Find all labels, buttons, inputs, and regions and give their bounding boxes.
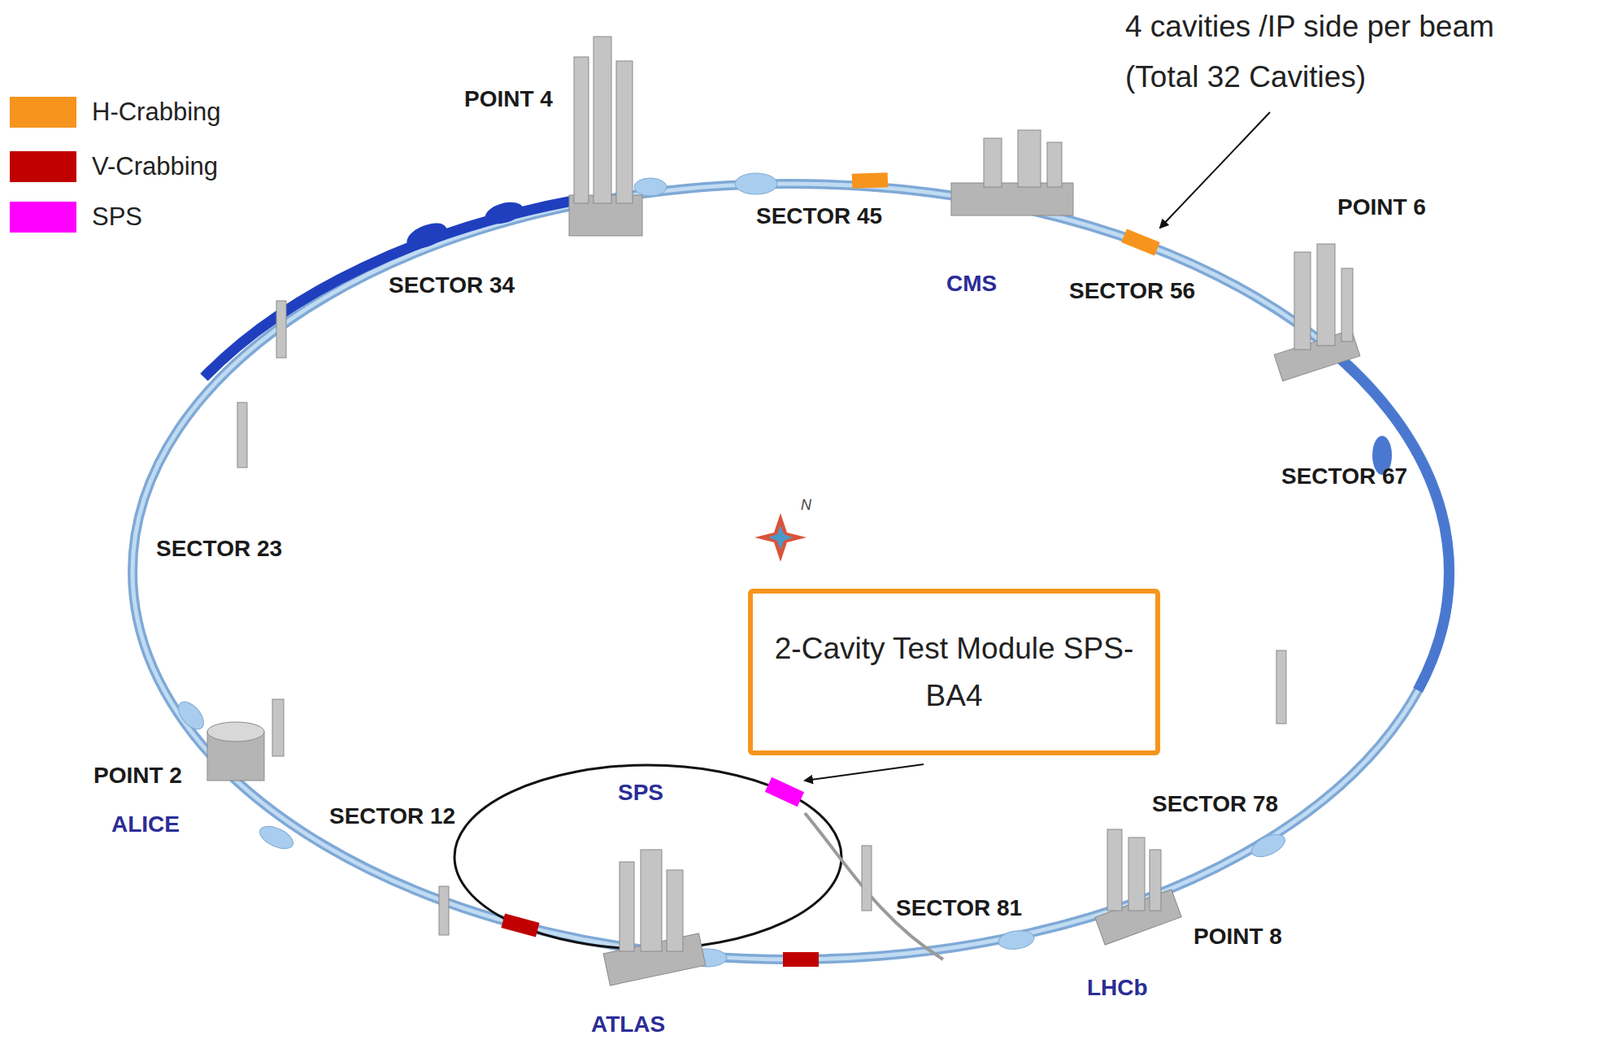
cavern <box>951 182 1074 216</box>
shaft <box>1107 829 1122 911</box>
sps-test-cavity <box>765 777 805 808</box>
experiment-label: ATLAS <box>591 1011 666 1038</box>
location-label: SECTOR 67 <box>1281 463 1408 490</box>
shaft <box>666 869 683 952</box>
leader-arrow <box>804 764 924 781</box>
location-label: SECTOR 81 <box>895 895 1022 922</box>
cryostat <box>256 821 296 854</box>
shaft <box>861 845 872 911</box>
transfer-line <box>804 813 944 960</box>
shaft <box>1276 650 1287 724</box>
shaft <box>1317 243 1335 346</box>
box-text: 2-Cavity Test Module SPS-BA4 <box>769 625 1140 719</box>
shaft <box>619 861 635 952</box>
leader-arrow <box>1160 112 1270 228</box>
location-label: SECTOR 78 <box>1152 791 1279 818</box>
callout-note: 4 cavities /IP side per beam (Total 32 C… <box>1125 1 1522 103</box>
location-label: SECTOR 12 <box>329 803 456 830</box>
legend-text: SPS <box>91 202 143 232</box>
location-label: POINT 4 <box>464 86 553 113</box>
shaft <box>1341 268 1353 342</box>
shaft <box>640 849 662 952</box>
h-crab-cavity <box>852 172 889 189</box>
shaft <box>593 36 612 204</box>
location-label: SECTOR 56 <box>1069 278 1196 305</box>
legend-text: V-Crabbing <box>91 152 218 182</box>
shaft <box>983 138 1002 187</box>
cryostat <box>173 697 209 735</box>
cryostat <box>403 217 451 254</box>
location-label: SECTOR 34 <box>388 272 515 299</box>
shaft <box>1294 252 1311 350</box>
shaft <box>1149 849 1161 911</box>
callout-box: 2-Cavity Test Module SPS-BA4 <box>747 588 1161 756</box>
compass-star <box>754 513 807 562</box>
shaft <box>1047 142 1062 187</box>
shaft <box>573 56 589 204</box>
compass-letter: N <box>800 497 812 514</box>
legend-swatch <box>9 201 77 233</box>
cryostat <box>482 198 527 228</box>
blue-sector-arc <box>1326 347 1449 691</box>
shaft-top <box>207 721 265 742</box>
shaft <box>237 402 248 468</box>
location-label: POINT 6 <box>1337 194 1427 221</box>
experiment-label: SPS <box>617 779 664 806</box>
shaft <box>1128 837 1145 911</box>
shaft <box>1017 130 1041 187</box>
cryostat <box>634 178 667 196</box>
shaft <box>272 699 284 757</box>
experiment-label: ALICE <box>111 811 180 838</box>
compass-star-inner <box>768 525 793 550</box>
location-label: POINT 2 <box>93 762 183 789</box>
dark-sector-arc <box>204 199 582 378</box>
shaft <box>439 886 449 935</box>
cryostat <box>997 928 1036 952</box>
legend-text: H-Crabbing <box>91 97 222 127</box>
experiment-label: LHCb <box>1086 974 1148 1001</box>
lhc-ring-inner <box>132 183 1450 960</box>
legend-swatch <box>9 96 77 128</box>
box-text-group: 2-Cavity Test Module SPS-BA4 <box>769 625 1140 719</box>
location-label: SECTOR 23 <box>156 535 283 562</box>
h-crab-cavity <box>1121 228 1161 256</box>
lhc-ring <box>132 183 1450 960</box>
experiment-label: CMS <box>946 270 997 297</box>
cryostat <box>1247 830 1288 862</box>
cryostat <box>734 173 778 195</box>
v-crab-cavity <box>782 952 819 967</box>
location-label: SECTOR 45 <box>756 203 883 230</box>
shaft <box>276 300 287 358</box>
location-label: POINT 8 <box>1193 923 1283 950</box>
v-crab-cavity <box>500 913 540 938</box>
legend-swatch <box>9 151 77 183</box>
shaft <box>616 60 633 204</box>
